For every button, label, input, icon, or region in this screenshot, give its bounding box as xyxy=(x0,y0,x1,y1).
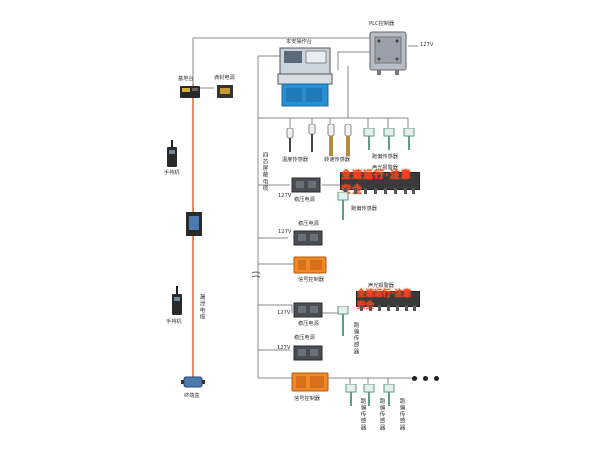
console-icon xyxy=(277,47,333,107)
temp-sensor-1 xyxy=(284,127,296,154)
base-station-label: 基地台 xyxy=(178,76,194,82)
deviation-sensor-mid-1 xyxy=(336,191,350,222)
four-core-cable-label: 四芯屏蔽电缆 xyxy=(261,152,268,192)
power-box-icon xyxy=(291,177,321,193)
sensor-branch-line xyxy=(258,117,348,130)
deviation-sensor-bottom-1 xyxy=(344,383,358,408)
handheld-2-label: 手持机 xyxy=(166,319,182,325)
deviation-sensor-bottom-3-label: 跑偏传感器 xyxy=(398,398,405,431)
temp-sensor-icon-2 xyxy=(308,123,316,152)
stab-3-127v: 127V xyxy=(277,310,291,316)
temp-sensor-icon xyxy=(286,127,294,152)
handheld-radio-2 xyxy=(170,286,184,316)
handheld-1-label: 手持机 xyxy=(164,170,180,176)
plc-127v: 127V xyxy=(420,42,434,48)
acoustic-alarm-2-label: 声光报警器 xyxy=(368,283,394,289)
speed-sensor-label: 转速传感器 xyxy=(324,157,350,163)
base-station xyxy=(178,82,202,100)
signal-controller-icon xyxy=(293,256,327,274)
stab-2-127v: 127V xyxy=(278,229,292,235)
plc-sensor-branch xyxy=(368,117,409,130)
power-box-icon-2 xyxy=(293,230,323,246)
handheld-radio-1 xyxy=(165,140,179,168)
stab-4-127v: 127V xyxy=(277,345,291,351)
deviation-sensor-top-2 xyxy=(382,127,396,152)
stabilized-power-4 xyxy=(292,343,324,363)
terminal-box-label: 终端盒 xyxy=(184,393,200,399)
temp-sensor-2 xyxy=(306,123,318,154)
operation-console xyxy=(276,46,336,108)
power-supply-icon xyxy=(217,85,233,98)
base-station-icon xyxy=(180,86,200,98)
temp-sensor-label: 温度传感器 xyxy=(282,157,308,163)
deviation-sensor-mid-2-label: 跑偏传感器 xyxy=(352,322,359,355)
deviation-sensor-icon-3 xyxy=(403,127,415,150)
stabilized-power-3 xyxy=(292,300,324,320)
plc-controller-icon xyxy=(369,31,407,75)
trunk-top-line xyxy=(192,37,372,84)
deviation-sensor-top-1 xyxy=(362,127,376,152)
deviation-sensor-mid-2 xyxy=(336,305,350,338)
stab-power-3-label: 稳压电源 xyxy=(298,321,319,327)
deviation-sensor-icon xyxy=(363,127,375,150)
acoustic-alarm-1-label: 声光报警器 xyxy=(372,165,398,171)
deviation-sensor-bottom-1-label: 跑偏传感器 xyxy=(359,398,366,431)
speed-sensor-icon xyxy=(327,123,335,156)
leaky-splitter xyxy=(182,208,206,240)
continuation-dot-2 xyxy=(423,376,428,381)
speed-sensor-icon-2 xyxy=(344,123,352,156)
signal-controller-2 xyxy=(290,370,330,394)
alarm-1-terminals xyxy=(344,188,415,194)
stab-power-1-label: 稳压电源 xyxy=(294,197,315,203)
alarm-display-1: 全速运行·注意安全 xyxy=(341,170,412,196)
terminal-box xyxy=(181,374,205,390)
handheld-radio-icon-2 xyxy=(172,286,182,315)
alarm-2-terminals xyxy=(360,305,416,311)
signal-controller-2-label: 信号控制器 xyxy=(294,396,320,402)
plc-label: PLC控制器 xyxy=(369,21,395,27)
speed-sensor-1 xyxy=(325,123,337,158)
stab-1-127v: 127V xyxy=(278,193,292,199)
deviation-sensor-bottom-2-label: 跑偏传感器 xyxy=(378,398,385,431)
continuation-dot-3 xyxy=(434,376,439,381)
handheld-radio-icon xyxy=(167,140,177,167)
deviation-sensor-icon-4 xyxy=(337,191,349,220)
console-label: 本安操作台 xyxy=(286,39,312,45)
deviation-sensor-top-3 xyxy=(402,127,416,152)
signal-controller-1 xyxy=(292,254,328,276)
branch-4 xyxy=(258,304,293,313)
deviation-sensor-icon-6 xyxy=(345,383,357,406)
stab-power-4-label: 稳压电源 xyxy=(294,335,315,341)
leaky-cable-label: 漏泄电缆 xyxy=(198,294,205,321)
break-mark xyxy=(251,271,261,278)
stabilized-power-1 xyxy=(290,175,322,195)
speed-sensor-2 xyxy=(342,123,354,158)
deviation-sensor-icon-5 xyxy=(337,305,349,336)
stab-power-2-label: 稳压电源 xyxy=(298,221,319,227)
signal-controller-icon-2 xyxy=(291,372,329,392)
alarm-display-2: 全速运行·注意安全 xyxy=(357,289,412,311)
signal-controller-1-label: 信号控制器 xyxy=(298,277,324,283)
continuation-dot-1 xyxy=(412,376,417,381)
terminal-box-icon xyxy=(181,376,205,388)
acoustic-alarm-1: 全速运行·注意安全 xyxy=(340,170,420,196)
deviation-sensor-top-label: 跑偏传感器 xyxy=(372,154,398,160)
power-box-icon-3 xyxy=(293,302,323,318)
plc-controller xyxy=(367,28,409,76)
deviation-sensor-icon-7 xyxy=(363,383,375,406)
stabilized-power-2 xyxy=(292,228,324,248)
power-box-icon-4 xyxy=(293,345,323,361)
deviation-sensor-icon-2 xyxy=(383,127,395,150)
deviation-sensor-mid-1-label: 跑偏传感器 xyxy=(351,206,377,212)
plc-sensor-line xyxy=(347,66,369,130)
deviation-sensor-bottom-2 xyxy=(362,383,376,408)
plc-console-line xyxy=(337,51,372,70)
base-power-label: 滴封电源 xyxy=(214,75,235,81)
deviation-sensor-icon-8 xyxy=(383,383,395,406)
base-power xyxy=(214,82,236,100)
splitter-icon xyxy=(186,212,202,236)
deviation-sensor-bottom-3 xyxy=(382,383,396,408)
